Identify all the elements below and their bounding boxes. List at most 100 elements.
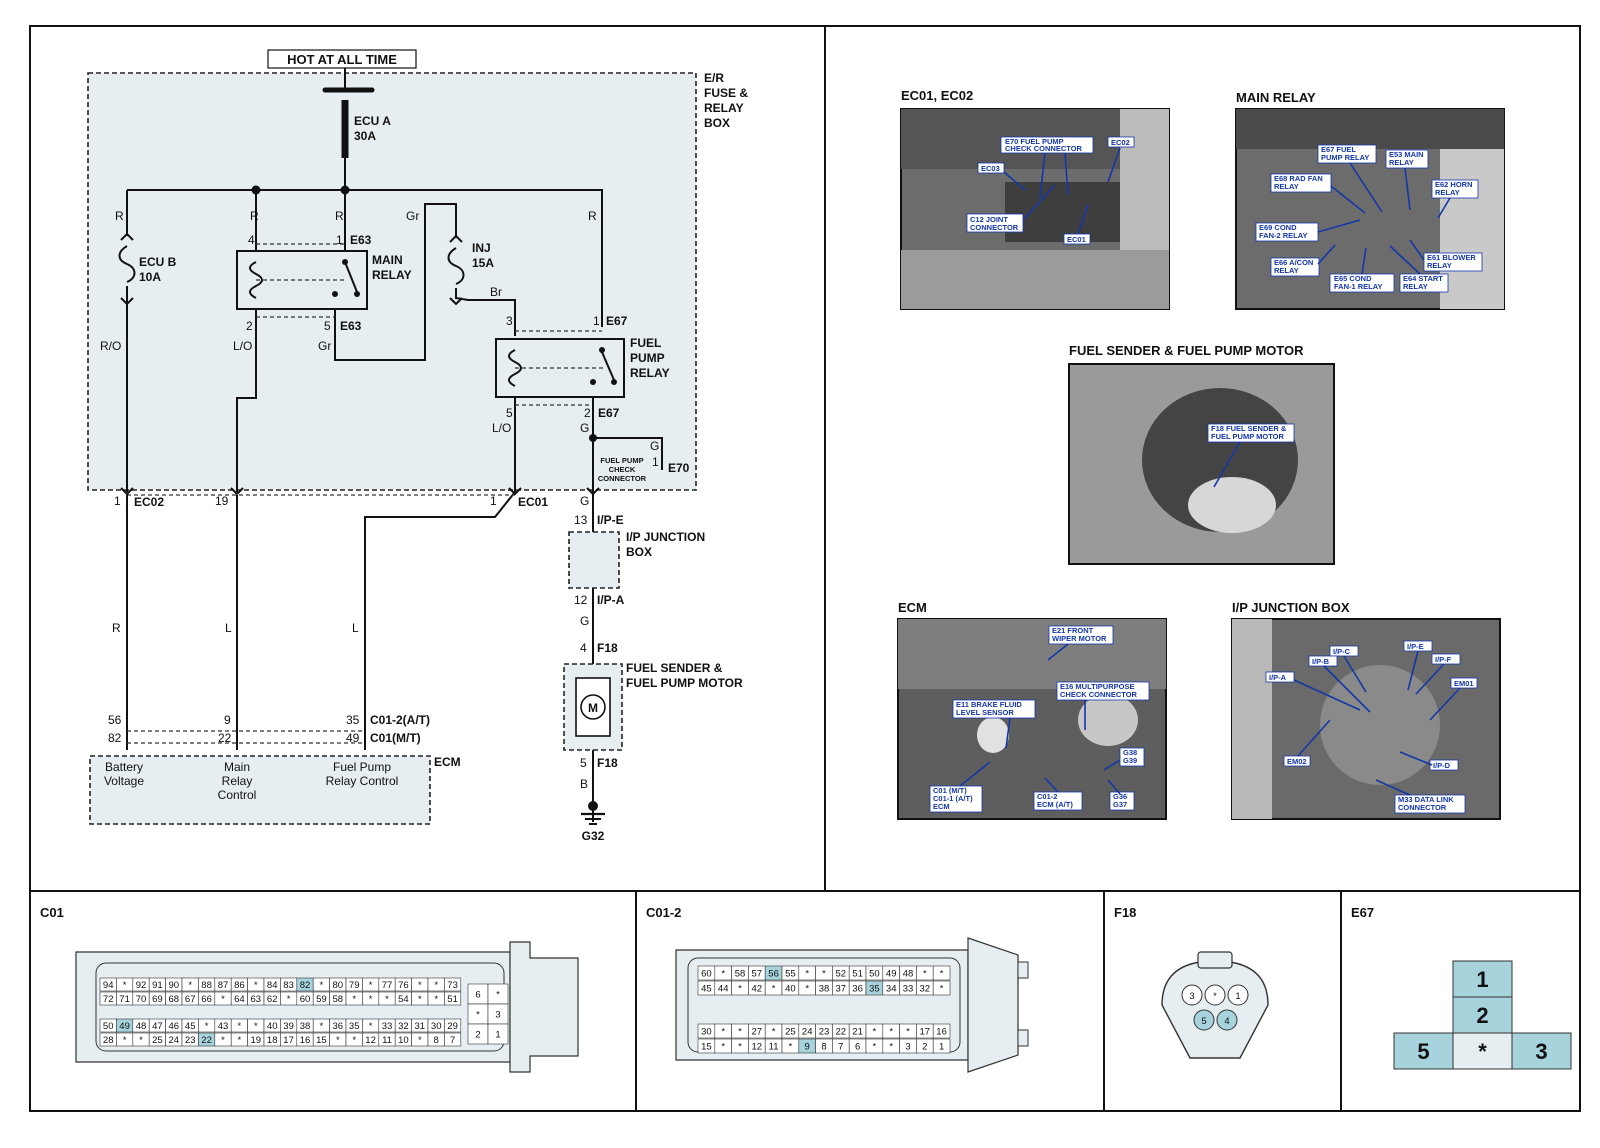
svg-text:EC01: EC01 — [1067, 235, 1086, 244]
c01-pin-12-3-16: 12 — [365, 1035, 376, 1046]
ip-junction-box — [568, 531, 620, 589]
c01-2-pin-*-3-2: * — [738, 1041, 742, 1052]
f18-pin-4-circle — [1216, 1009, 1238, 1031]
c01-pin-7-3-21-cell — [444, 1032, 462, 1047]
svg-text:3: 3 — [506, 314, 513, 328]
hot-label: HOT AT ALL TIME — [287, 52, 397, 67]
c01-pin-73-0-21: 73 — [447, 980, 458, 991]
svg-text:4: 4 — [248, 233, 255, 247]
svg-text:1: 1 — [593, 314, 600, 328]
svg-text:E67: E67 — [598, 406, 620, 420]
c01-pin-7-3-21: 7 — [450, 1035, 455, 1046]
c01-2-pin-34-1-11: 34 — [886, 983, 897, 994]
c01-pin-*-0-16: * — [369, 980, 373, 991]
svg-text:Gr: Gr — [318, 339, 331, 353]
c01-2-pin-9-3-6: 9 — [805, 1041, 810, 1052]
c01-2-pin-37-1-8: 37 — [836, 983, 847, 994]
e67-pin-3-cell — [1452, 1032, 1513, 1070]
c01-pin-54-1-18: 54 — [398, 994, 409, 1005]
c01-pin-59-1-13: 59 — [316, 994, 327, 1005]
c01-2-pin-55-0-5: 55 — [785, 968, 796, 979]
svg-text:13: 13 — [574, 513, 588, 527]
c01-2-pin-16-2-14-cell — [932, 1023, 951, 1039]
f18-pin-2: 1 — [1235, 991, 1240, 1002]
svg-text:4: 4 — [580, 641, 587, 655]
c01-pin-*-2-16: * — [369, 1021, 373, 1032]
c01-2-pin-45-1-0: 45 — [701, 983, 712, 994]
c01-pin-18-3-10: 18 — [267, 1035, 278, 1046]
c01-2-pin-8-3-7: 8 — [821, 1041, 826, 1052]
f18-pin-3: 5 — [1201, 1016, 1206, 1027]
c01-2-pin-*-3-10: * — [873, 1041, 877, 1052]
c01-2-pin-60-0-0: 60 — [701, 968, 712, 979]
c01-pin-64-1-8: 64 — [234, 994, 245, 1005]
c01-pin-86-0-8: 86 — [234, 980, 245, 991]
svg-text:C01: C01 — [40, 905, 64, 920]
c01-pin-22-3-6: 22 — [201, 1035, 212, 1046]
c01-pin-15-3-13: 15 — [316, 1035, 327, 1046]
main-relay — [236, 250, 368, 310]
svg-text:F18: F18 — [597, 756, 618, 770]
c01-pin-*-3-8: * — [238, 1035, 242, 1046]
schematic: HOT AT ALL TIME E/R FUSE & RELAY BOX ECU… — [87, 49, 748, 843]
c01-2-pin-*-0-7: * — [822, 968, 826, 979]
c01-2-pin-*-1-2: * — [738, 983, 742, 994]
svg-text:F18 FUEL SENDER &FUEL PUMP MOT: F18 FUEL SENDER &FUEL PUMP MOTOR — [1211, 424, 1287, 441]
c01-2-pin-32-1-13: 32 — [920, 983, 931, 994]
c01-2-pin-*-2-2: * — [738, 1026, 742, 1037]
c01-pin-79-0-15: 79 — [349, 980, 360, 991]
svg-text:I/P-E: I/P-E — [597, 513, 624, 527]
c01-pin-66-1-6: 66 — [201, 994, 212, 1005]
svg-text:I/P JUNCTION BOX: I/P JUNCTION BOX — [1232, 600, 1350, 615]
c01-pin-60-1-12: 60 — [300, 994, 311, 1005]
svg-text:R: R — [112, 621, 121, 635]
c01-side-pin-1-0: * — [476, 1009, 480, 1020]
svg-text:I/P-D: I/P-D — [1433, 761, 1451, 770]
f18-pin-1-circle — [1204, 984, 1226, 1006]
svg-text:12: 12 — [574, 593, 588, 607]
c01-2-pin-*-1-14: * — [940, 983, 944, 994]
svg-text:EC02: EC02 — [134, 495, 164, 509]
c01-pin-32-2-18: 32 — [398, 1021, 409, 1032]
c01-pin-45-2-5: 45 — [185, 1021, 196, 1032]
c01-2-pin-52-0-8: 52 — [836, 968, 847, 979]
c01-pin-92-0-2: 92 — [136, 980, 147, 991]
c01-2-pin-*-0-6: * — [805, 968, 809, 979]
svg-text:G: G — [650, 439, 659, 453]
c01-2-pin-36-1-9: 36 — [852, 983, 863, 994]
c01-2-pin-23-2-7: 23 — [819, 1026, 830, 1037]
f18-pin-2-circle — [1227, 984, 1249, 1006]
svg-text:C01-2(A/T): C01-2(A/T) — [370, 713, 430, 727]
c01-pin-*-0-13: * — [320, 980, 324, 991]
svg-text:R: R — [115, 209, 124, 223]
svg-text:82: 82 — [108, 731, 122, 745]
er-fuse-relay-box — [87, 72, 697, 491]
c01-2-pin-*-0-14: * — [940, 968, 944, 979]
c01-2-pin-6-3-9: 6 — [855, 1041, 860, 1052]
fuel-sender-label: FUEL SENDER &FUEL PUMP MOTOR — [626, 661, 743, 690]
c01-pin-*-3-15: * — [352, 1035, 356, 1046]
svg-text:L/O: L/O — [492, 421, 511, 435]
c01-pin-48-2-2: 48 — [136, 1021, 147, 1032]
svg-text:E67: E67 — [606, 314, 628, 328]
c01-2-pin-*-3-5: * — [789, 1041, 793, 1052]
svg-text:C01-2: C01-2 — [646, 905, 681, 920]
svg-text:I/P-C: I/P-C — [1333, 647, 1351, 656]
c01-pin-51-1-21-cell — [444, 991, 462, 1006]
svg-text:C01 (M/T)C01-1 (A/T)ECM: C01 (M/T)C01-1 (A/T)ECM — [933, 786, 973, 811]
